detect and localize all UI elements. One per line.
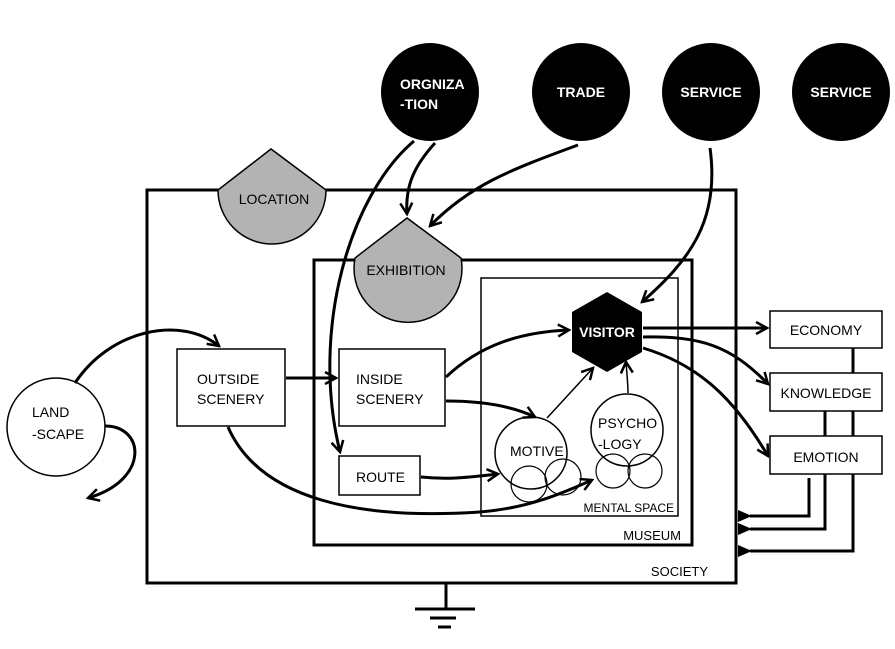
service-node-2[interactable]: SERVICE (792, 43, 890, 141)
edge-knowledge-society (738, 474, 827, 535)
svg-text:KNOWLEDGE: KNOWLEDGE (780, 385, 871, 401)
svg-text:SERVICE: SERVICE (810, 84, 871, 100)
visitor-node[interactable]: VISITOR (572, 292, 642, 372)
svg-text:EMOTION: EMOTION (793, 449, 858, 465)
edge-visitor-emotion (642, 346, 768, 456)
svg-text:-SCAPE: -SCAPE (32, 426, 84, 442)
museum-label: MUSEUM (623, 528, 681, 543)
svg-text:EXHIBITION: EXHIBITION (366, 262, 445, 278)
location-node[interactable]: LOCATION (217, 148, 327, 245)
knowledge-node[interactable]: KNOWLEDGE (769, 372, 883, 412)
edge-inside-scenery-motive (445, 399, 535, 417)
edge-service-visitor (642, 147, 714, 302)
svg-text:INSIDE: INSIDE (356, 371, 403, 387)
route-node[interactable]: ROUTE (338, 455, 421, 496)
edge-economy-society (738, 474, 855, 557)
edge-organization-exhibition (407, 141, 437, 214)
svg-text:PSYCHO: PSYCHO (598, 415, 657, 431)
svg-text:ECONOMY: ECONOMY (790, 322, 863, 338)
edge-route-motive (420, 474, 498, 478)
svg-text:ORGNIZA: ORGNIZA (400, 76, 465, 92)
svg-text:-TION: -TION (400, 96, 438, 112)
edge-emotion-society (738, 478, 811, 522)
inside-scenery-node[interactable]: INSIDE SCENERY (338, 348, 446, 427)
svg-text:LAND: LAND (32, 404, 69, 420)
economy-node[interactable]: ECONOMY (769, 310, 883, 349)
svg-text:SCENERY: SCENERY (197, 391, 265, 407)
svg-text:SCENERY: SCENERY (356, 391, 424, 407)
edge-landscape-outflow (88, 424, 137, 498)
landscape-node[interactable]: LAND -SCAPE (6, 377, 106, 477)
edge-inside-scenery-visitor (444, 330, 569, 379)
svg-text:TRADE: TRADE (557, 84, 605, 100)
svg-text:ROUTE: ROUTE (356, 469, 405, 485)
svg-text:-LOGY: -LOGY (598, 436, 642, 452)
edge-motive-visitor (546, 368, 593, 419)
trade-node[interactable]: TRADE (532, 43, 630, 141)
svg-text:MOTIVE: MOTIVE (510, 443, 564, 459)
svg-text:VISITOR: VISITOR (579, 324, 635, 340)
mental-space-frame (480, 277, 679, 517)
edge-outside-scenery-psychology (226, 426, 592, 516)
svg-text:LOCATION: LOCATION (239, 191, 310, 207)
emotion-node[interactable]: EMOTION (769, 435, 883, 475)
society-label: SOCIETY (651, 564, 708, 579)
museum-frame (312, 258, 694, 547)
edge-trade-exhibition (430, 143, 579, 226)
svg-text:SERVICE: SERVICE (680, 84, 741, 100)
edge-psychology-visitor (626, 362, 628, 394)
mental-space-label: MENTAL SPACE (584, 501, 674, 515)
svg-text:OUTSIDE: OUTSIDE (197, 371, 259, 387)
service-node-1[interactable]: SERVICE (662, 43, 760, 141)
ground-icon (415, 583, 475, 629)
edge-visitor-knowledge (642, 335, 768, 384)
psychology-node[interactable]: PSYCHO -LOGY (590, 393, 664, 489)
edge-landscape-outside-scenery (73, 328, 219, 384)
society-frame (145, 188, 738, 585)
edge-organization-route (328, 139, 415, 452)
exhibition-node[interactable]: EXHIBITION (353, 217, 463, 324)
outside-scenery-node[interactable]: OUTSIDE SCENERY (176, 348, 286, 427)
organization-node[interactable]: ORGNIZA -TION (381, 43, 479, 141)
